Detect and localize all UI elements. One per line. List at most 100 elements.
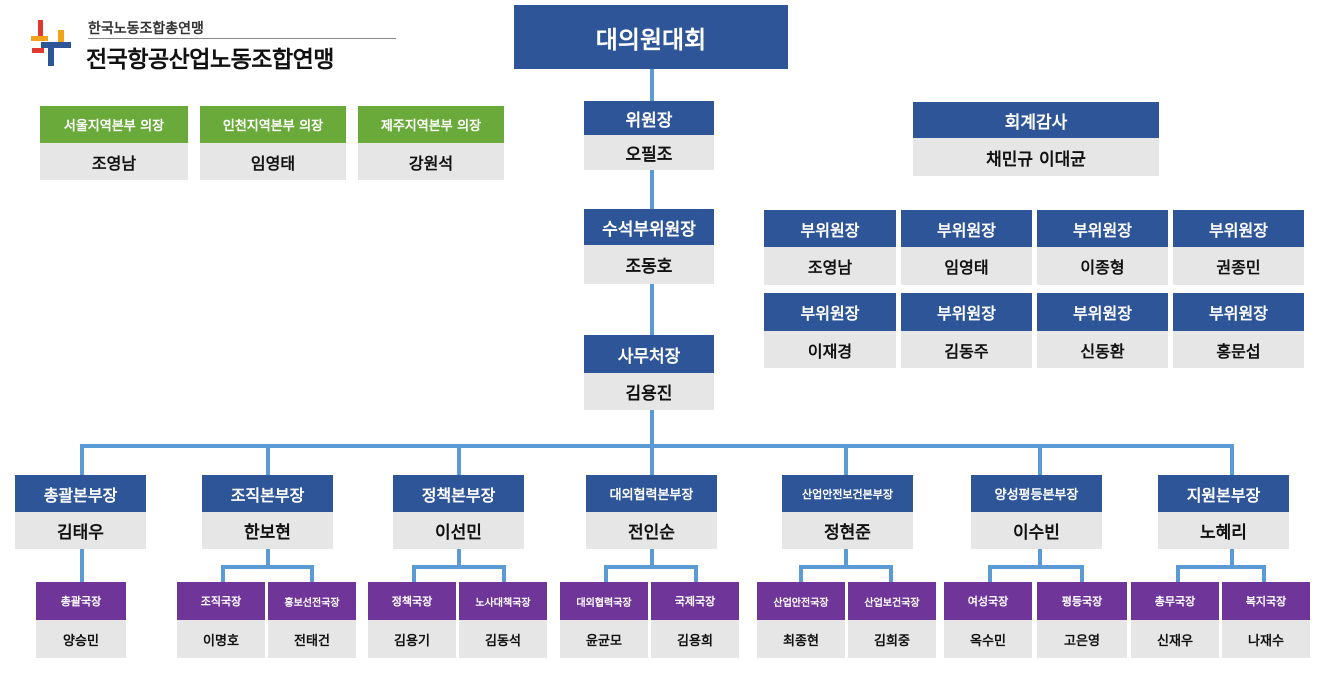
vice-chair-title: 부위원장 <box>901 210 1032 247</box>
vice-chair-box-5: 부위원장 이재경 <box>764 293 896 368</box>
vice-chair-box-2: 부위원장 임영태 <box>901 210 1032 285</box>
connector-division-bus <box>80 444 1234 448</box>
sub-box-5-2: 산업보건국장 김희중 <box>848 582 936 658</box>
connector-div3-down <box>457 549 461 565</box>
sub-title: 산업보건국장 <box>848 582 936 620</box>
connector-div3-l <box>412 565 416 583</box>
connector-div2-r <box>310 565 314 583</box>
connector-div5-bar <box>799 565 893 569</box>
sub-title: 조직국장 <box>177 582 265 620</box>
connector-div6-l <box>988 565 992 583</box>
sub-box-4-2: 국제국장 김용희 <box>651 582 739 658</box>
division-name: 전인순 <box>586 512 717 549</box>
connector-div1-sub <box>80 549 84 583</box>
sub-name: 김용기 <box>368 620 456 658</box>
sub-name: 옥수민 <box>944 620 1032 658</box>
division-name: 노혜리 <box>1158 512 1289 549</box>
sub-box-6-1: 여성국장 옥수민 <box>944 582 1032 658</box>
sub-box-6-2: 평등국장 고은영 <box>1037 582 1127 658</box>
sub-title: 여성국장 <box>944 582 1032 620</box>
division-name: 이선민 <box>393 512 524 549</box>
regional-name: 임영태 <box>200 143 346 180</box>
sub-title: 총괄국장 <box>36 582 126 620</box>
vice-chair-box-4: 부위원장 권종민 <box>1173 210 1304 285</box>
connector-div6-down <box>1038 549 1042 565</box>
division-title: 지원본부장 <box>1158 475 1289 512</box>
connector-div5-l <box>799 565 803 583</box>
vice-chair-title: 부위원장 <box>1173 293 1304 331</box>
vice-chair-title: 부위원장 <box>764 210 896 247</box>
sub-box-3-2: 노사대책국장 김동석 <box>459 582 547 658</box>
connector-div6-bar <box>988 565 1084 569</box>
sub-name: 김용희 <box>651 620 739 658</box>
top-assembly-box: 대의원대회 <box>514 5 788 69</box>
regional-name: 강원석 <box>358 143 504 180</box>
connector-div4-bar <box>604 565 698 569</box>
secretary-title: 사무처장 <box>584 335 714 373</box>
vice-chair-box-6: 부위원장 김동주 <box>901 293 1032 368</box>
connector-senior-secretary <box>650 284 654 336</box>
secretary-name: 김용진 <box>584 373 714 410</box>
connector-div5-down <box>844 549 848 565</box>
sub-title: 평등국장 <box>1037 582 1127 620</box>
logo-subtitle: 한국노동조합총연맹 <box>88 21 204 37</box>
secretary-box: 사무처장 김용진 <box>584 335 714 410</box>
sub-title: 정책국장 <box>368 582 456 620</box>
division-title: 조직본부장 <box>202 475 333 512</box>
connector-div2-down <box>266 549 270 565</box>
vice-chair-name: 이재경 <box>764 331 896 368</box>
federation-logo-icon <box>31 20 71 66</box>
auditor-box: 회계감사 채민규 이대균 <box>913 102 1159 176</box>
vice-chair-name: 권종민 <box>1173 247 1304 285</box>
sub-name: 전태건 <box>268 620 356 658</box>
logo-divider <box>88 38 396 39</box>
senior-vice-name: 조동호 <box>584 245 714 284</box>
sub-title: 대외협력국장 <box>560 582 648 620</box>
connector-top-chairman <box>650 69 654 102</box>
division-title: 정책본부장 <box>393 475 524 512</box>
division-box-4: 대외협력본부장 전인순 <box>586 475 717 549</box>
connector-div4-r <box>694 565 698 583</box>
connector-div3-r <box>502 565 506 583</box>
sub-box-5-1: 산업안전국장 최종현 <box>757 582 845 658</box>
connector-div2-l <box>221 565 225 583</box>
sub-name: 최종현 <box>757 620 845 658</box>
connector-drop-3 <box>457 444 461 476</box>
division-box-1: 총괄본부장 김태우 <box>15 475 146 549</box>
sub-name: 양승민 <box>36 620 126 658</box>
regional-title: 제주지역본부 의장 <box>358 106 504 143</box>
connector-div4-l <box>604 565 608 583</box>
division-title: 양성평등본부장 <box>971 475 1102 512</box>
division-box-7: 지원본부장 노혜리 <box>1158 475 1289 549</box>
sub-box-2-2: 홍보선전국장 전태건 <box>268 582 356 658</box>
sub-title: 홍보선전국장 <box>268 582 356 620</box>
vice-chair-name: 이종형 <box>1037 247 1168 285</box>
vice-chair-title: 부위원장 <box>1037 293 1168 331</box>
sub-name: 나재수 <box>1222 620 1310 658</box>
logo: 한국노동조합총연맹 전국항공산업노동조합연맹 <box>28 14 396 74</box>
regional-box-1: 서울지역본부 의장 조영남 <box>40 106 188 180</box>
regional-box-2: 인천지역본부 의장 임영태 <box>200 106 346 180</box>
sub-box-3-1: 정책국장 김용기 <box>368 582 456 658</box>
chairman-name: 오필조 <box>584 135 714 170</box>
division-name: 한보현 <box>202 512 333 549</box>
chairman-box: 위원장 오필조 <box>584 101 714 170</box>
vice-chair-title: 부위원장 <box>901 293 1032 331</box>
connector-drop-5 <box>844 444 848 476</box>
connector-chairman-senior <box>650 170 654 210</box>
sub-box-7-2: 복지국장 나재수 <box>1222 582 1310 658</box>
logo-title: 전국항공산업노동조합연맹 <box>86 47 334 73</box>
vice-chair-box-7: 부위원장 신동환 <box>1037 293 1168 368</box>
connector-drop-1 <box>80 444 84 476</box>
division-name: 이수빈 <box>971 512 1102 549</box>
sub-title: 총무국장 <box>1131 582 1219 620</box>
sub-title: 복지국장 <box>1222 582 1310 620</box>
sub-title: 산업안전국장 <box>757 582 845 620</box>
sub-name: 김동석 <box>459 620 547 658</box>
division-title: 산업안전보건본부장 <box>782 475 913 512</box>
division-title: 대외협력본부장 <box>586 475 717 512</box>
sub-title: 노사대책국장 <box>459 582 547 620</box>
sub-title: 국제국장 <box>651 582 739 620</box>
vice-chair-title: 부위원장 <box>764 293 896 331</box>
connector-drop-7 <box>1230 444 1234 476</box>
